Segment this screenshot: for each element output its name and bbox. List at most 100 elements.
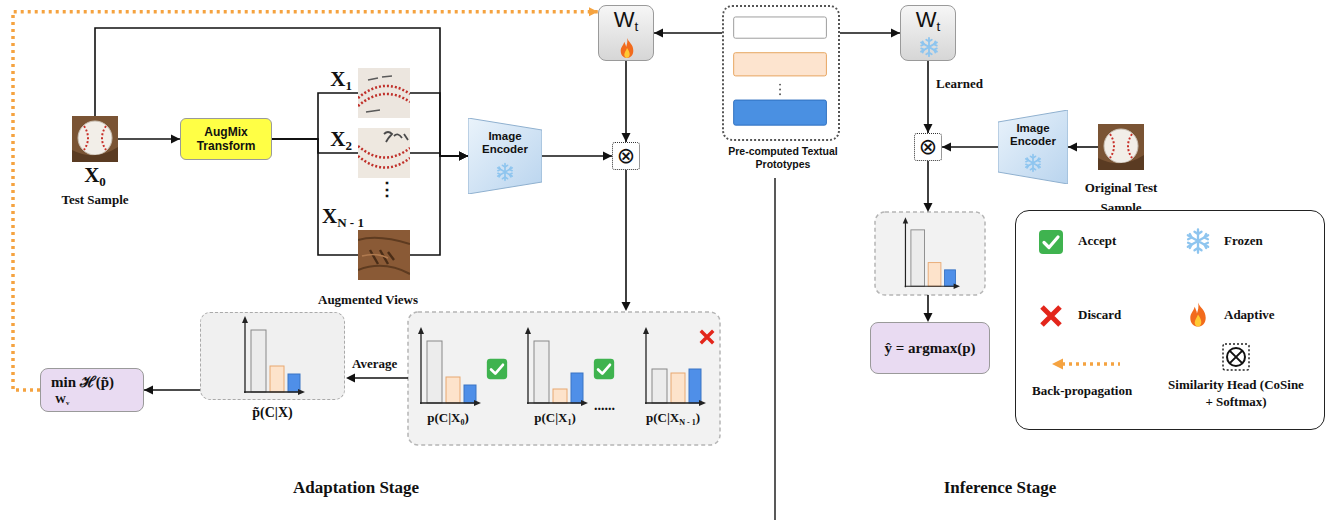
bars-picture	[724, 7, 838, 139]
snow-picture	[918, 36, 940, 58]
accept-mark	[487, 359, 507, 379]
arrow-head	[171, 135, 180, 144]
test-sample-image: X0Test Sample	[72, 116, 118, 162]
subscript: 0	[460, 418, 464, 427]
flow-arrow	[927, 161, 929, 204]
subscript: 0	[99, 174, 106, 189]
node-text: X2	[330, 129, 352, 150]
prediction-panel	[875, 212, 985, 295]
node-text: p̃(C|X)	[252, 405, 292, 421]
node-text: min ℋ(p̃)	[51, 373, 114, 391]
prototype-box: Pre-computed Textual Prototypes	[722, 5, 840, 141]
flow-connector	[410, 93, 468, 161]
snow-picture	[1026, 155, 1041, 172]
legend-sample	[1042, 307, 1060, 325]
viewA-picture	[358, 68, 410, 118]
ball-picture	[72, 116, 118, 162]
legend-sample	[1038, 303, 1064, 329]
flow-connector	[410, 152, 468, 256]
arrow-head	[459, 152, 468, 161]
arrow-head	[622, 302, 631, 311]
legend-text: Similarity Head (CoSine + Softmax)	[1166, 377, 1306, 411]
text-label: Augmented Views	[318, 292, 418, 308]
text-label: Average	[352, 356, 397, 372]
flow-arrow	[625, 170, 627, 303]
flow-connector	[924, 61, 933, 133]
histA-picture	[418, 327, 481, 406]
legend-sample	[1184, 227, 1212, 255]
histC-picture	[640, 327, 706, 407]
connector-line	[118, 138, 180, 140]
histA-picture	[415, 327, 481, 407]
viewA-picture	[358, 68, 410, 118]
connector-line	[625, 61, 627, 142]
legend-sample	[1222, 343, 1250, 371]
flow-connector	[840, 29, 900, 38]
node-text: XN - 1	[322, 206, 364, 227]
node-text: ŷ = argmax(p)	[884, 340, 975, 357]
similarity-head: ⊗	[914, 133, 942, 161]
subscript: 1	[567, 418, 571, 427]
text-label: Inference Stage	[944, 478, 1057, 498]
node-text: AugMix Transform	[185, 125, 267, 154]
augmented-view-image: XN - 1	[358, 230, 410, 280]
node-text: p(C|XN - 1)	[646, 411, 700, 425]
stage-divider	[774, 178, 776, 520]
text-label: Adaptation Stage	[293, 478, 419, 498]
flow-connector	[1068, 143, 1098, 152]
snow-picture	[498, 164, 513, 181]
weight-box: Wt	[900, 5, 956, 61]
legend-box: AcceptFrozenDiscardAdaptiveBack-propagat…	[1015, 210, 1325, 430]
viewB-picture	[358, 128, 410, 178]
leather-picture	[358, 230, 410, 280]
node-text: Test Sample	[61, 192, 128, 208]
arrow-head	[891, 29, 900, 38]
arrow-head	[346, 374, 355, 383]
weight-box: Wt	[598, 5, 654, 61]
viewB-picture	[358, 128, 410, 178]
legend-sample	[1188, 229, 1208, 252]
leather-picture	[358, 230, 410, 280]
histogram: p(C|X0)	[415, 327, 481, 407]
histogram	[903, 217, 960, 289]
legend-sample	[1190, 302, 1205, 326]
encoder-shape	[468, 118, 542, 194]
objective-box: min ℋ(p̃) Wv	[40, 368, 144, 412]
subscript: N - 1	[337, 215, 364, 230]
connector-line	[542, 155, 612, 157]
connector-line	[95, 28, 468, 156]
flow-connector	[272, 139, 358, 255]
flow-arrow	[354, 377, 408, 379]
node-text: Image Encoder	[998, 122, 1068, 148]
process-box: AugMix Transform	[180, 118, 272, 160]
image-encoder: Image Encoder	[468, 118, 542, 194]
legend-sample	[1052, 357, 1122, 371]
arrow-head	[1068, 143, 1077, 152]
image-encoder: Image Encoder	[998, 110, 1068, 184]
average-histogram: p̃(C|X)	[200, 312, 345, 400]
legend-text: Adaptive	[1224, 307, 1275, 323]
legend-sample	[1038, 229, 1064, 255]
arrow-head	[924, 203, 933, 212]
node-text: p(C|X1)	[534, 411, 576, 425]
connector-line	[410, 93, 468, 156]
arrow-head	[589, 7, 598, 16]
flow-connector	[622, 61, 631, 142]
subscript: 1	[345, 78, 352, 93]
histC-picture	[643, 327, 706, 406]
arrow-head	[924, 124, 933, 133]
node-text: X1	[330, 69, 352, 90]
node-text: Wv	[55, 393, 69, 406]
augmented-view-image: X1	[358, 68, 410, 118]
legend-text: Accept	[1078, 233, 1116, 249]
flow-connector	[654, 29, 722, 38]
arrow-head	[654, 29, 663, 38]
ball-picture	[1098, 124, 1144, 170]
encoder-outline	[468, 118, 542, 194]
arrow-head	[459, 152, 468, 161]
subscript: N - 1	[679, 418, 696, 427]
subscript: t	[634, 19, 638, 34]
node-text: Pre-computed Textual Prototypes	[716, 145, 850, 171]
legend-sample	[1052, 359, 1120, 370]
legend-sample	[1039, 230, 1063, 254]
